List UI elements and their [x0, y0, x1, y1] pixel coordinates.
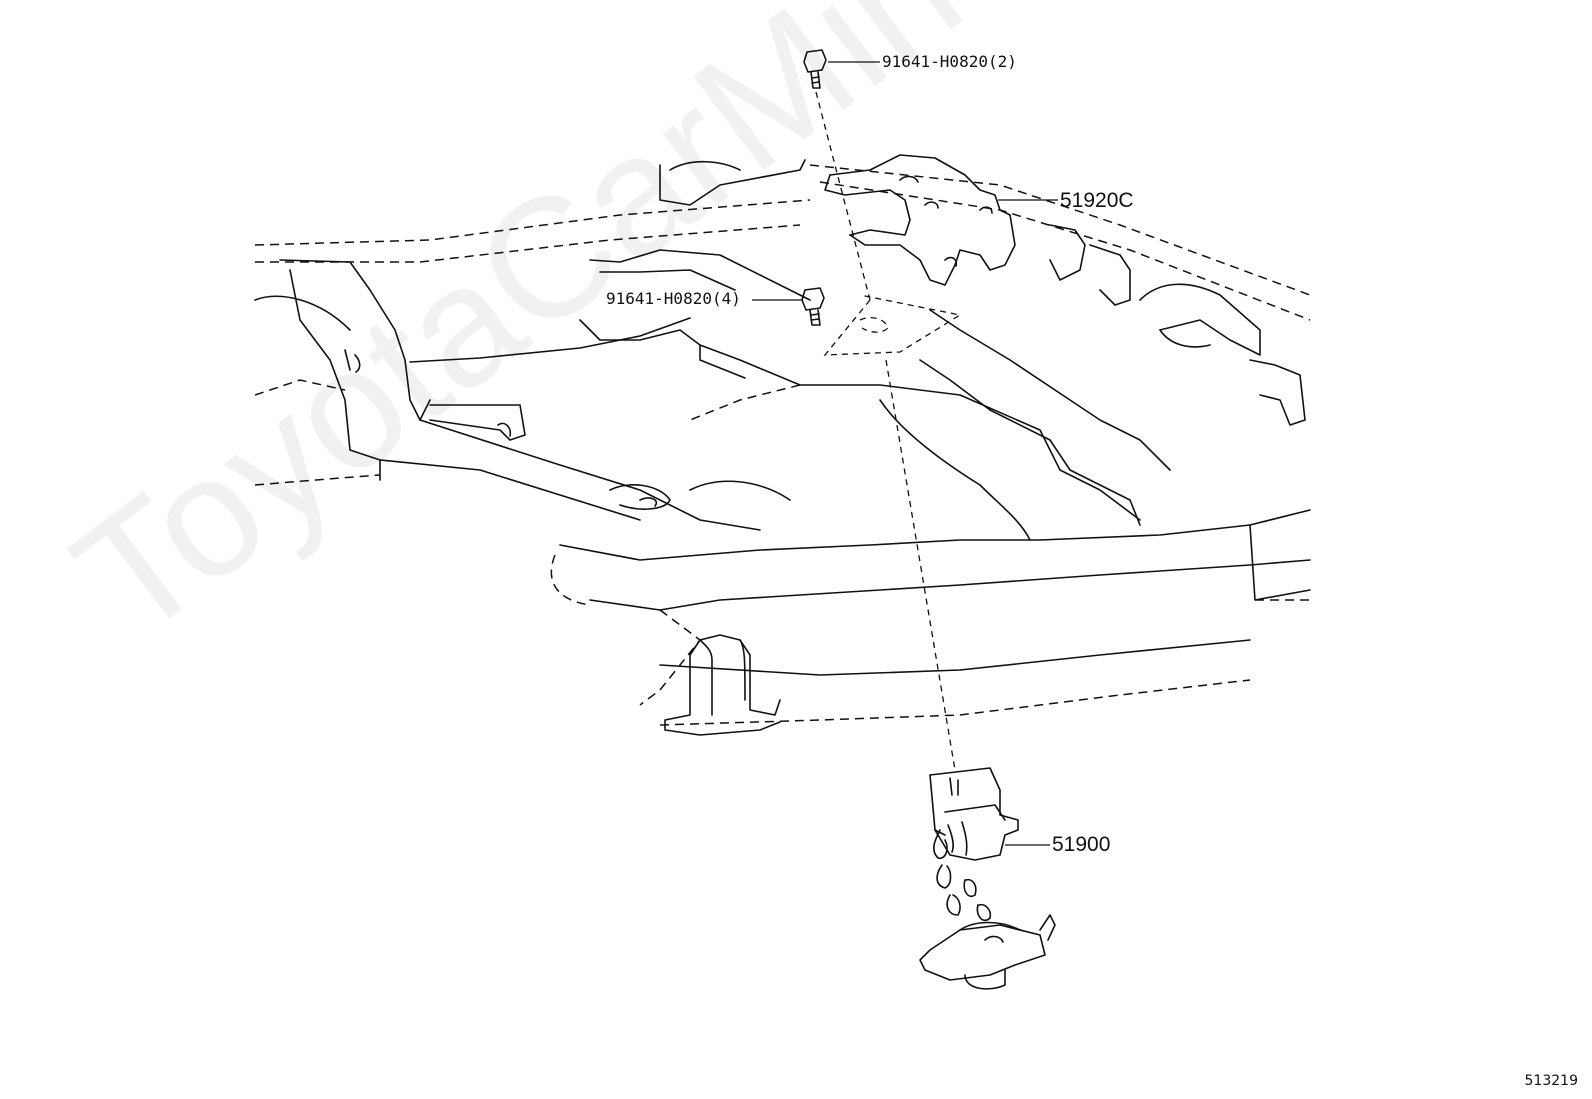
bolt-upper [803, 49, 827, 89]
rear-frame-rail [254, 159, 1311, 321]
callout-hanger-bracket: 51920C [1060, 189, 1134, 212]
reference-code: 513219 [1524, 1073, 1578, 1089]
front-body-mount [664, 634, 781, 736]
assembly-lines [815, 91, 962, 771]
spare-tire-carrier [919, 767, 1056, 990]
center-crossmember [579, 249, 1171, 541]
callout-spare-carrier: 51900 [1052, 833, 1111, 856]
hanger-bracket [824, 154, 1016, 286]
front-crossmember [254, 259, 761, 531]
rear-body-mount [1049, 224, 1306, 426]
bolt-lower [801, 287, 825, 326]
callout-bolt-upper: 91641-H0820(2) [882, 52, 1017, 71]
callout-bolt-lower: 91641-H0820(4) [606, 289, 741, 308]
front-frame-rail [550, 509, 1311, 726]
leader-lines [752, 61, 1058, 846]
